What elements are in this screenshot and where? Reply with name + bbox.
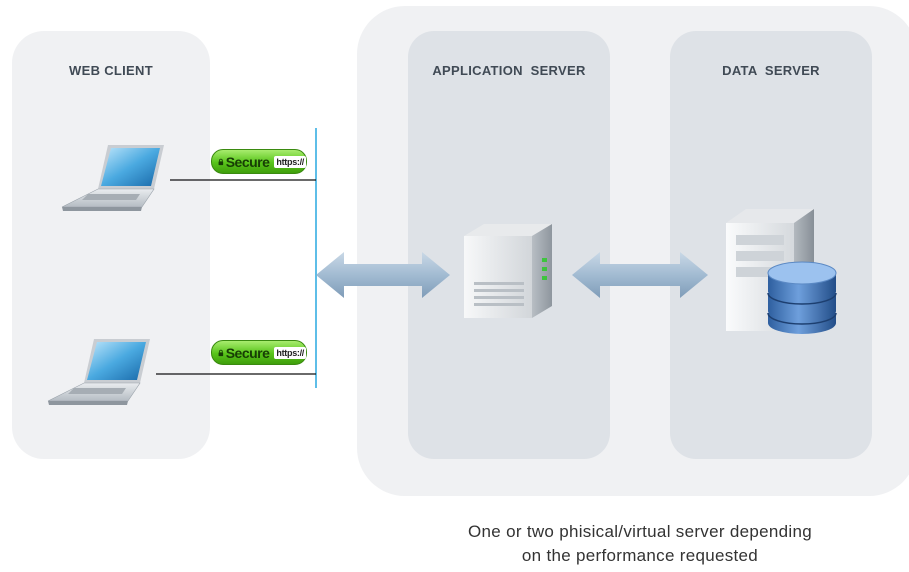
caption-line-1: One or two phisical/virtual server depen…	[468, 522, 812, 541]
data-server-title: DATA SERVER	[722, 63, 820, 78]
laptop-icon	[61, 145, 164, 211]
server-icon	[464, 224, 552, 318]
laptop-icon	[47, 339, 150, 405]
double-arrow-icon	[316, 252, 450, 298]
secure-https-badge: Secure https://	[211, 149, 307, 174]
database-server-icon	[726, 209, 837, 334]
application-server-title: APPLICATION SERVER	[432, 63, 586, 78]
caption-line-2: on the performance requested	[521, 546, 759, 565]
database-icon	[767, 261, 837, 334]
deployment-caption: One or two phisical/virtual server depen…	[380, 520, 900, 568]
web-client-title: WEB CLIENT	[69, 63, 153, 78]
double-arrow-icon	[572, 252, 708, 298]
lock-icon	[218, 158, 224, 165]
https-label: https://	[274, 155, 306, 168]
secure-https-badge: Secure https://	[211, 340, 307, 365]
secure-label: Secure	[225, 344, 270, 361]
lock-icon	[218, 349, 224, 356]
https-label: https://	[274, 346, 306, 359]
secure-label: Secure	[225, 153, 270, 170]
